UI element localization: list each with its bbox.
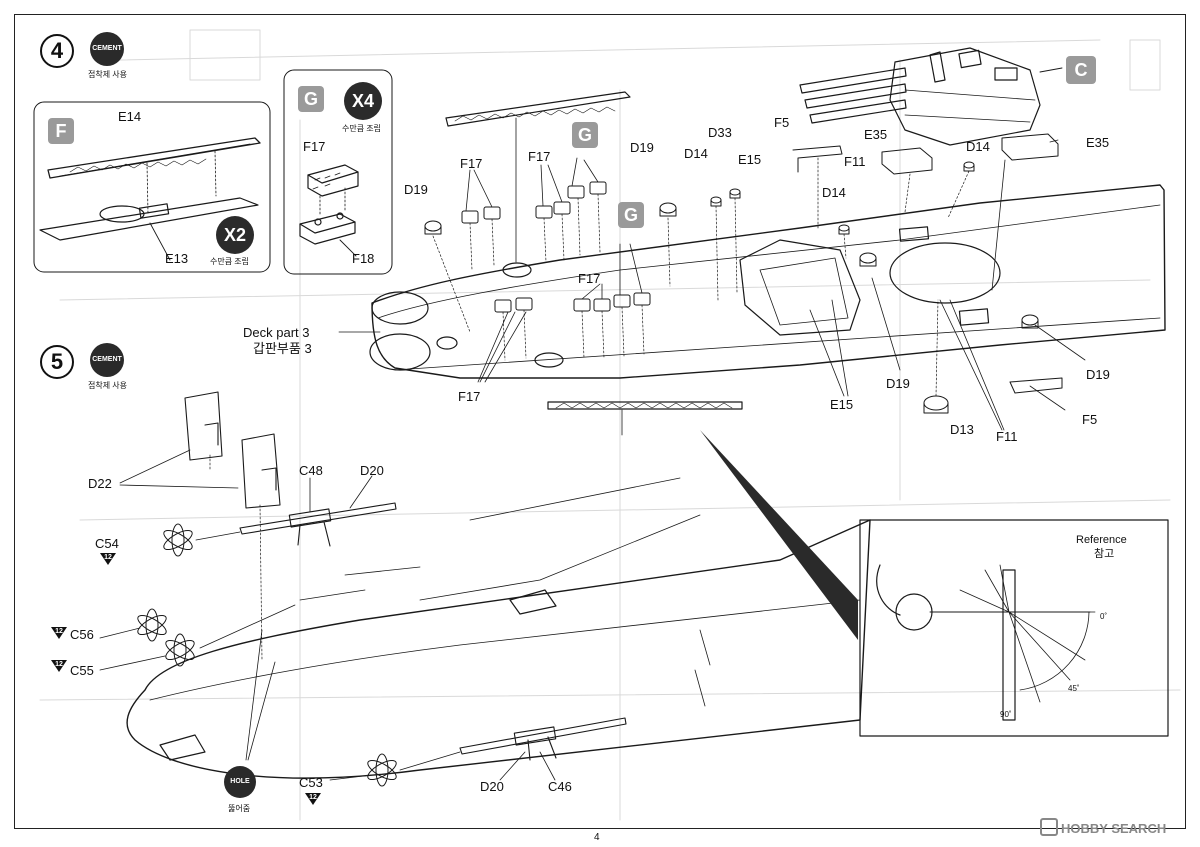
float-rafts (461, 181, 651, 361)
scale-12-badge (51, 660, 67, 672)
label-d13: D13 (950, 422, 974, 437)
qty-x4-badge: X4 (344, 82, 382, 120)
label-c46: C46 (548, 779, 572, 794)
deck-hull (369, 184, 1166, 379)
tag-c: C (1066, 56, 1096, 84)
label-f17: F17 (578, 271, 601, 286)
qty-note: 수만큼 조립 (342, 124, 382, 133)
angle-0-label: 0˚ (1100, 612, 1108, 621)
label-d20: D20 (360, 463, 384, 478)
hole-badge: HOLE (224, 766, 256, 798)
hobbysearch-logo-icon (1040, 818, 1058, 836)
scale-12-badge-text: 12 (104, 554, 112, 561)
label-d14: D14 (966, 139, 990, 154)
step-5-number: 5 (40, 345, 74, 379)
label-f17: F17 (460, 156, 483, 171)
watermark-text: HOBBY SEARCH (1061, 821, 1167, 836)
stern-hull (126, 477, 871, 779)
label-f5: F5 (774, 115, 790, 130)
label-deck-part: Deck part 3 (243, 325, 310, 340)
label-d22: D22 (88, 476, 112, 491)
tag-g: G (618, 202, 644, 228)
label-c53: C53 (299, 775, 323, 790)
shafts-and-struts (239, 502, 627, 761)
part-f18-rack (299, 212, 357, 257)
tag-g: G (572, 122, 598, 148)
label-d19: D19 (886, 376, 910, 391)
scale-12-badge-text: 12 (55, 661, 63, 668)
reference-pointer (700, 430, 858, 640)
label-c55: C55 (70, 663, 94, 678)
callout-leaders (338, 139, 1086, 431)
turret-assembly (799, 47, 1063, 146)
f5-brackets (792, 145, 1063, 394)
scale-12-badge (100, 553, 116, 565)
label-d14: D14 (684, 146, 708, 161)
label-d20: D20 (480, 779, 504, 794)
rudders-d22 (184, 391, 281, 661)
part-f17-float (307, 164, 359, 215)
label-d33: D33 (708, 125, 732, 140)
inset-f-box (33, 101, 271, 273)
catapult-rail-upper (445, 91, 631, 263)
scale-12-badge-text: 12 (55, 628, 63, 635)
reference-title: Reference (1076, 534, 1127, 546)
page-number: 4 (594, 832, 600, 843)
label-f5: F5 (1082, 412, 1098, 427)
label-e15: E15 (738, 152, 762, 167)
label-d19: D19 (630, 140, 654, 155)
label-e14: E14 (118, 109, 142, 124)
label-deck-part-ko: 갑판부품 3 (253, 341, 312, 356)
watermark-logo: HOBBY SEARCH (1040, 818, 1166, 837)
label-f18: F18 (352, 251, 375, 266)
inset-g-box (283, 69, 393, 275)
label-f11: F11 (996, 429, 1018, 444)
label-f17: F17 (458, 389, 481, 404)
part-e14-rail (47, 137, 261, 215)
cement-note: 접착제 사용 (88, 70, 128, 79)
label-e35: E35 (1086, 135, 1110, 150)
e35-boxes (881, 133, 1059, 291)
tag-g: G (298, 86, 324, 112)
hole-note: 뚫어줌 (228, 804, 251, 813)
angle-45-label: 45˚ (1068, 684, 1080, 693)
label-e13: E13 (165, 251, 189, 266)
part-e13-base (39, 197, 259, 261)
cement-badge: CEMENT (90, 343, 124, 377)
scale-12-badge (305, 793, 321, 805)
label-c54: C54 (95, 536, 119, 551)
label-e15: E15 (830, 397, 854, 412)
stern-leaders (99, 449, 556, 781)
label-d19: D19 (404, 182, 428, 197)
tag-f: F (48, 118, 74, 144)
label-f17: F17 (303, 139, 326, 154)
qty-note: 수만큼 조립 (210, 257, 250, 266)
scale-12-badge-text: 12 (309, 794, 317, 801)
step-4-number: 4 (40, 34, 74, 68)
reference-title-ko: 참고 (1094, 548, 1115, 560)
scale-12-badge (51, 627, 67, 639)
cement-badge: CEMENT (90, 32, 124, 66)
label-f11: F11 (844, 154, 866, 169)
qty-x2-badge: X2 (216, 216, 254, 254)
ghost-print-lines (39, 29, 1181, 821)
label-c56: C56 (70, 627, 94, 642)
page-border (14, 14, 1186, 829)
label-e35: E35 (864, 127, 888, 142)
cement-note: 접착제 사용 (88, 381, 128, 390)
label-f17: F17 (528, 149, 551, 164)
catapult-rail-lower (547, 401, 743, 436)
small-fittings (424, 161, 1039, 414)
label-c48: C48 (299, 463, 323, 478)
reference-panel (859, 519, 1169, 737)
label-d19: D19 (1086, 367, 1110, 382)
angle-90-label: 90˚ (1000, 710, 1012, 719)
label-d14: D14 (822, 185, 846, 200)
propellers (137, 523, 461, 787)
